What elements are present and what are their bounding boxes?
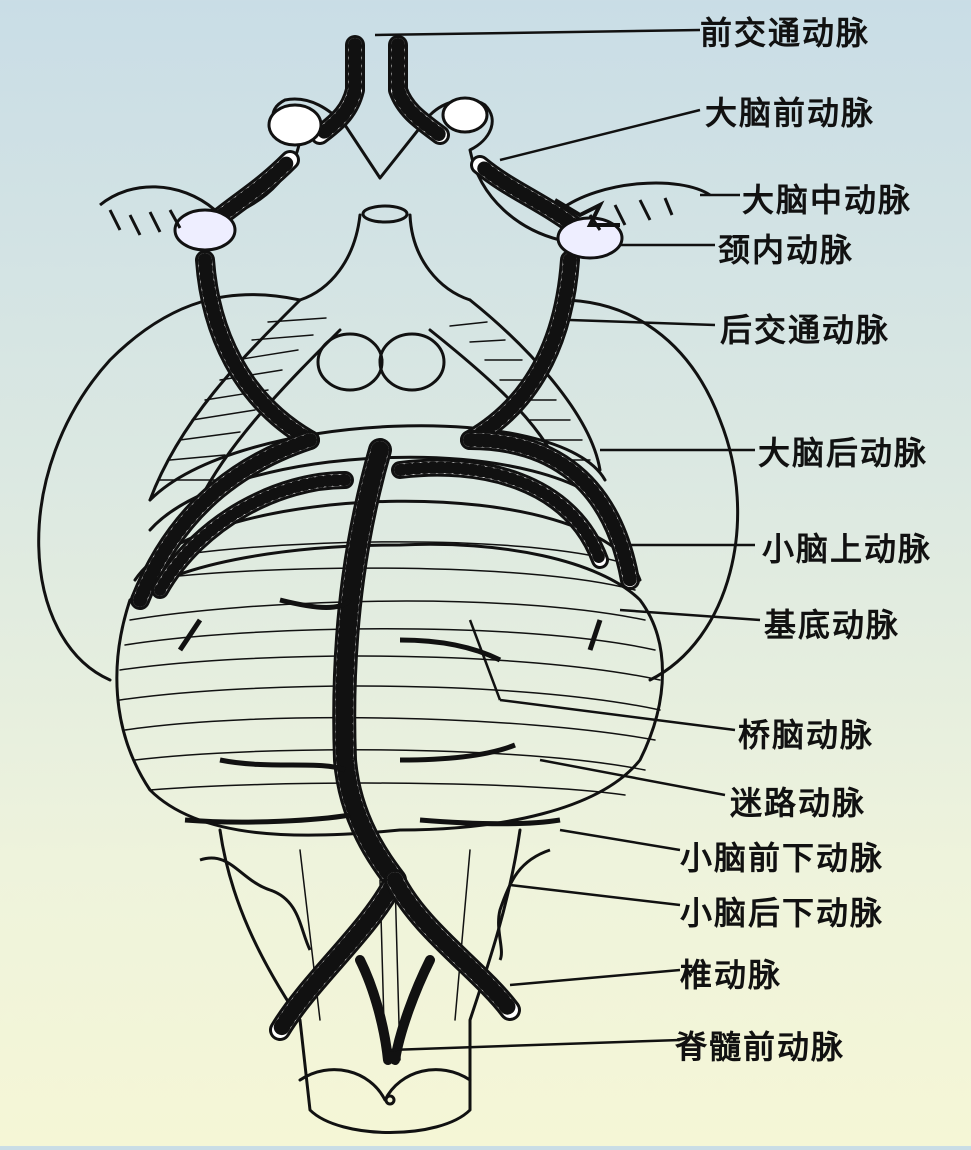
label-anterior-spinal-artery: 脊髓前动脉: [675, 1022, 845, 1068]
mammillary-body-right: [380, 334, 444, 390]
labyrinthine-artery: [220, 745, 515, 770]
label-basilar-artery: 基底动脉: [764, 600, 900, 646]
label-anterior-communicating-artery: 前交通动脉: [700, 8, 870, 54]
label-posterior-cerebral-artery: 大脑后动脉: [758, 428, 928, 474]
label-vertebral-artery: 椎动脉: [680, 950, 782, 996]
leader-va: [510, 970, 680, 985]
label-middle-cerebral-artery: 大脑中动脉: [742, 175, 912, 221]
leader-aca: [500, 110, 700, 160]
label-internal-carotid-artery: 颈内动脉: [718, 225, 854, 271]
anterior-spinal-artery-vessel: [360, 960, 430, 1060]
leader-acom: [375, 30, 700, 35]
label-posterior-inferior-cerebellar-artery: 小脑后下动脉: [680, 888, 884, 934]
pontine-artery: [180, 600, 600, 660]
infundibulum-outline: [300, 215, 470, 300]
leader-aica: [560, 830, 680, 850]
label-pontine-arteries: 桥脑动脉: [738, 710, 874, 756]
leader-pica: [510, 885, 680, 905]
label-superior-cerebellar-artery: 小脑上动脉: [762, 524, 932, 570]
olfactory-right: [443, 98, 487, 132]
label-posterior-communicating-artery: 后交通动脉: [720, 305, 890, 351]
pons-outline: [117, 544, 663, 835]
label-anterior-cerebral-artery: 大脑前动脉: [705, 88, 875, 134]
leader-asa: [390, 1040, 680, 1050]
cerebellum-left-outline: [39, 295, 300, 680]
ica-left-stump: [175, 210, 235, 250]
label-labyrinthine-artery: 迷路动脉: [730, 778, 866, 824]
olfactory-left: [269, 105, 321, 145]
infundibulum-stalk: [363, 206, 407, 222]
label-anterior-inferior-cerebellar-artery: 小脑前下动脉: [680, 833, 884, 879]
